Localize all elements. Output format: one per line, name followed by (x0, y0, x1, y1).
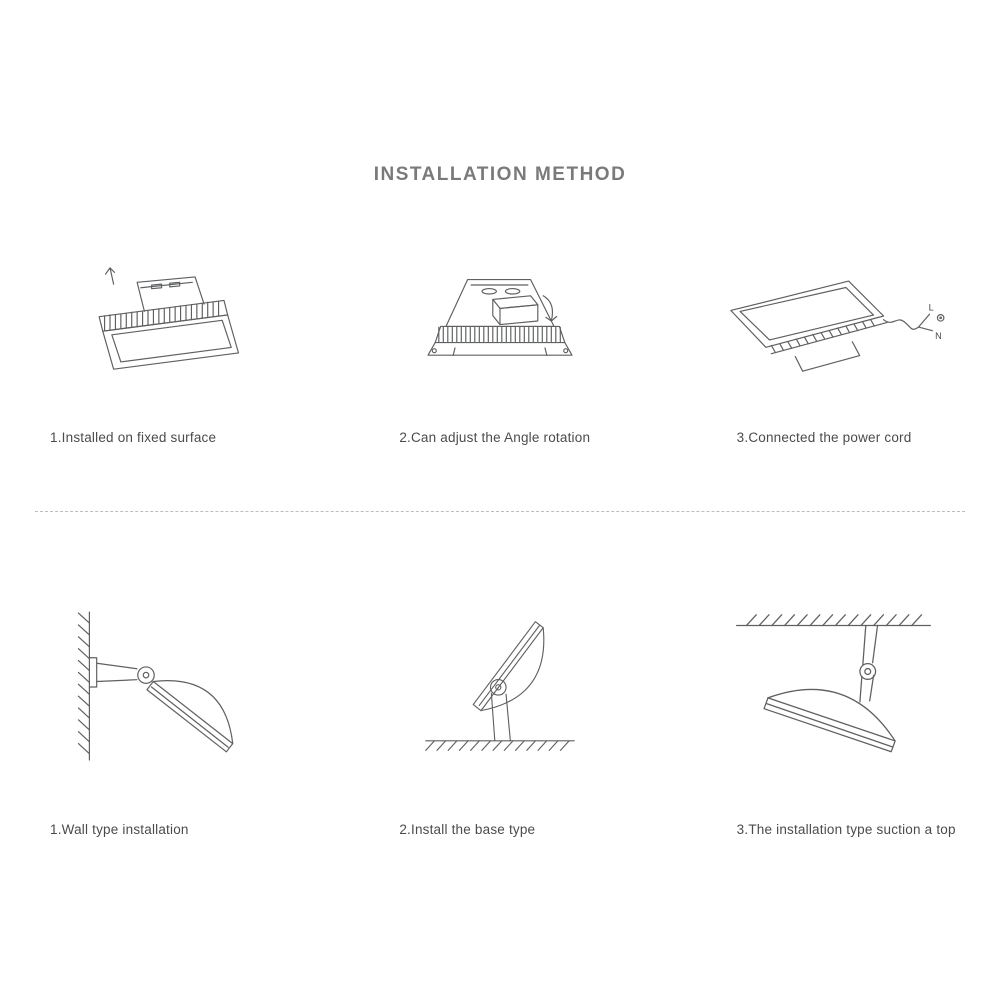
dashed-divider (35, 511, 965, 512)
heatsink-fins (98, 299, 228, 332)
step-illustration (667, 562, 1000, 812)
lamp-face (101, 314, 239, 370)
step-base-mount: 2.Install the base type (333, 562, 666, 837)
floodlight-wall-mount-icon (77, 611, 233, 761)
rotation-arrow-icon (542, 294, 558, 322)
lamp-face (730, 280, 885, 348)
heatsink-fins (434, 325, 566, 343)
page-title: INSTALLATION METHOD (373, 164, 627, 185)
top-steps-row: 1.Installed on fixed surface (0, 248, 1000, 445)
mounting-feet (427, 341, 573, 356)
step-ceiling-mount: 3.The installation type suction a top (667, 562, 1000, 837)
power-cord (883, 313, 945, 331)
floodlight-power-cord-icon: L N (730, 280, 945, 372)
step-illustration (0, 562, 333, 812)
wire-label-neutral: N (935, 331, 942, 341)
up-arrow-icon (104, 267, 115, 285)
mounting-bracket (795, 340, 861, 372)
ground-hatch (425, 740, 575, 752)
step-caption: 3.Connected the power cord (736, 430, 912, 445)
junction-box (492, 294, 539, 325)
step-wall-mount: 1.Wall type installation (0, 562, 333, 837)
floodlight-body (472, 621, 545, 712)
floodlight-ceiling-mount-icon (735, 613, 931, 753)
step-angle-rotation: 2.Can adjust the Angle rotation (333, 248, 666, 445)
step-caption: 3.The installation type suction a top (736, 822, 956, 837)
wire-label-live: L (929, 302, 934, 312)
bottom-steps-row: 1.Wall type installation (0, 562, 1000, 837)
mounting-bracket (136, 276, 205, 312)
heatsink-fins (771, 318, 889, 354)
floodlight-fixed-surface-icon (98, 267, 239, 370)
ceiling-hatch (735, 613, 931, 627)
step-caption: 2.Install the base type (399, 822, 536, 837)
step-illustration: L N (667, 248, 1000, 420)
wall-bracket-arm (88, 656, 155, 688)
base-stand (489, 679, 511, 742)
wall-hatch (77, 611, 90, 761)
step-power-cord: L N 3.Connected the power cord (667, 248, 1000, 445)
step-illustration (0, 248, 333, 420)
ceiling-bracket (859, 624, 878, 703)
floodlight-angle-rotation-icon (427, 278, 573, 356)
floodlight-body (763, 688, 896, 753)
floodlight-body (145, 679, 233, 752)
step-caption: 2.Can adjust the Angle rotation (399, 430, 591, 445)
step-illustration (333, 248, 666, 420)
step-illustration (333, 562, 666, 812)
step-caption: 1.Installed on fixed surface (50, 430, 217, 445)
step-caption: 1.Wall type installation (50, 822, 189, 837)
step-fixed-surface: 1.Installed on fixed surface (0, 248, 333, 445)
floodlight-base-mount-icon (425, 621, 575, 752)
